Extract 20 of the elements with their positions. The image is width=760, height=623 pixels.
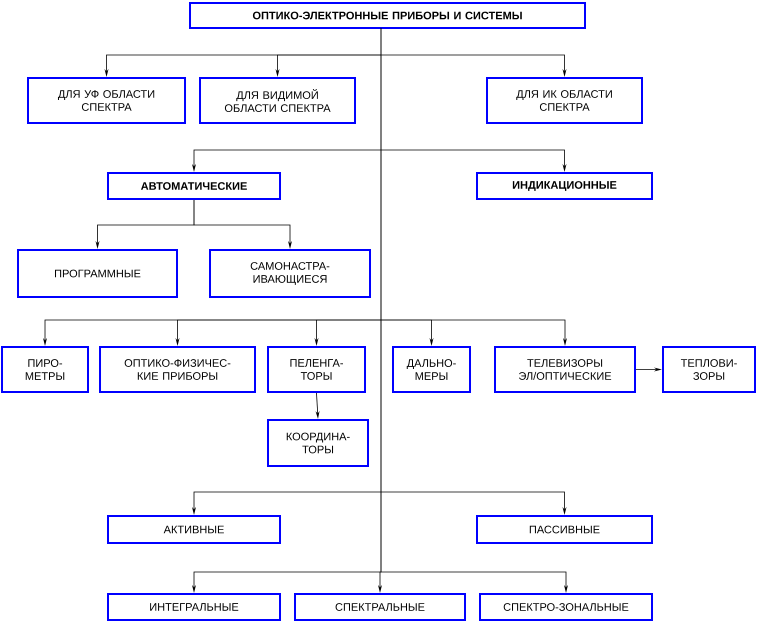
category-box: ОПТИКО-ЭЛЕКТРОННЫЕ ПРИБОРЫ И СИСТЕМЫ <box>189 2 586 29</box>
category-box: ИНДИКАЦИОННЫЕ <box>476 172 653 200</box>
category-box: АКТИВНЫЕ <box>107 515 281 544</box>
category-box: ИНТЕГРАЛЬНЫЕ <box>107 593 281 621</box>
category-box: ОПТИКО-ФИЗИЧЕС- КИЕ ПРИБОРЫ <box>99 346 256 393</box>
category-box: ПРОГРАММНЫЕ <box>17 249 178 298</box>
category-box: ДЛЯ ИК ОБЛАСТИ СПЕКТРА <box>486 77 643 124</box>
category-box: ПИРО- МЕТРЫ <box>1 346 89 393</box>
category-box: ДЛЯ ВИДИМОЙ ОБЛАСТИ СПЕКТРА <box>199 77 356 124</box>
category-box: ДАЛЬНО- МЕРЫ <box>392 346 471 393</box>
category-box: ДЛЯ УФ ОБЛАСТИ СПЕКТРА <box>27 77 186 124</box>
category-box: ТЕПЛОВИ- ЗОРЫ <box>662 346 756 393</box>
category-box: ТЕЛЕВИЗОРЫ ЭЛ/ОПТИЧЕСКИЕ <box>494 346 636 393</box>
category-box: ПАССИВНЫЕ <box>476 515 653 544</box>
category-box: СПЕКТРАЛЬНЫЕ <box>294 593 466 621</box>
category-box: АВТОМАТИЧЕСКИЕ <box>107 172 281 200</box>
category-box: СПЕКТРО-ЗОНАЛЬНЫЕ <box>479 593 653 621</box>
category-box: КООРДИНА- ТОРЫ <box>267 419 369 467</box>
category-box: ПЕЛЕНГА- ТОРЫ <box>267 346 366 393</box>
category-box: САМОНАСТРА- ИВАЮЩИЕСЯ <box>209 249 371 298</box>
